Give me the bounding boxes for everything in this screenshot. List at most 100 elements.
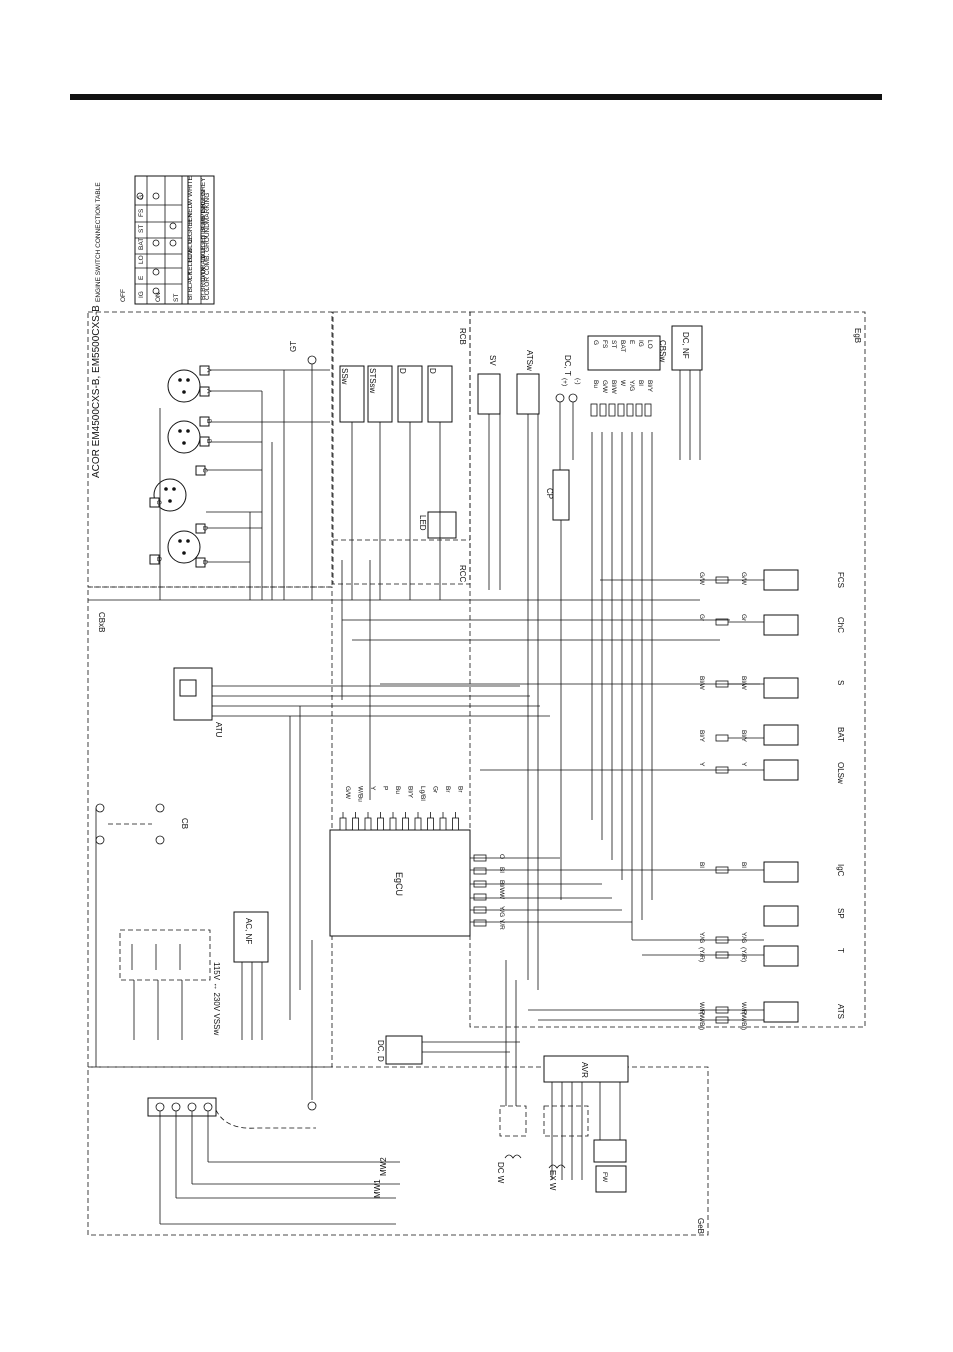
bat-component xyxy=(763,724,799,746)
switch-table-title: ENGINE SWITCH CONNECTION TABLE xyxy=(95,182,102,302)
egcu-box xyxy=(329,829,471,937)
svg-text:ATU: ATU xyxy=(214,722,223,738)
svg-text:D: D xyxy=(201,560,208,565)
bat-label: BAT xyxy=(836,727,845,742)
sv-valve xyxy=(477,373,501,415)
right-wire-label: Bl/W xyxy=(698,676,705,691)
right-wire-label: G/W xyxy=(740,572,747,586)
diagram-title: ACOR EM4500CXS-B, EM5500CXS-B xyxy=(91,305,102,478)
legend-entry: W WHITE xyxy=(187,175,194,205)
egcu-wire-label: Bu xyxy=(394,786,401,794)
cbsw-switch xyxy=(587,335,661,371)
cbsw-terminal-connector xyxy=(617,403,625,417)
svg-text:SSw: SSw xyxy=(340,368,349,385)
egcu-wire-label: Y xyxy=(369,786,376,791)
sp-component xyxy=(763,905,799,927)
legend-entry: O ORANGE xyxy=(200,245,207,281)
cbsw-terminal-connector xyxy=(599,403,607,417)
voltage-selector-switch[interactable]: 115V ↔ 230V VSSw xyxy=(119,929,221,1040)
right-wire-label: (Y/R) xyxy=(698,947,705,962)
svg-text:DC, NF: DC, NF xyxy=(681,332,690,359)
exw-label: EX W xyxy=(548,1170,557,1191)
t-label: T xyxy=(836,948,845,953)
egcu-side-connector xyxy=(473,919,487,927)
chc-label: ChC xyxy=(836,617,845,633)
egcu-wire-label: Br xyxy=(444,786,451,793)
socket-b xyxy=(167,420,201,454)
cbsw-wire-label: Bl xyxy=(637,380,644,386)
svg-text:DC, D: DC, D xyxy=(376,1040,385,1062)
egcu-connector xyxy=(352,817,359,831)
svg-text:115V ↔ 230V VSSw: 115V ↔ 230V VSSw xyxy=(212,962,221,1035)
egcu-connector xyxy=(402,817,409,831)
svg-text:LED: LED xyxy=(418,515,427,531)
cbsw-wire-label: W xyxy=(619,380,626,387)
acnf-box xyxy=(233,911,269,963)
vssw-box[interactable] xyxy=(119,929,211,981)
egcu-side-label: Y/G xyxy=(498,906,505,917)
switch-row-on: ON xyxy=(155,292,162,302)
cbsw-terminal: IG xyxy=(637,340,644,347)
svg-text:CB: CB xyxy=(180,818,189,829)
switch-col-ig: IG xyxy=(138,291,145,298)
right-wire-label: W/R xyxy=(698,1002,705,1015)
egcu-side-label: W xyxy=(498,893,505,900)
ac-noise-filter: AC, NF xyxy=(233,911,269,1040)
fcs-component xyxy=(763,569,799,591)
cbsw-terminal: FS xyxy=(601,340,608,349)
gt-label: GT xyxy=(289,341,298,352)
s-component xyxy=(763,677,799,699)
egcu-side-label: Bl/W xyxy=(498,880,505,895)
right-wire-label: Bl/W xyxy=(740,676,747,691)
mw2-label: MW2 xyxy=(379,1157,388,1176)
switch-col-fs: FS xyxy=(138,208,145,217)
svg-text:B: B xyxy=(205,419,212,423)
ats-label: ATS xyxy=(836,1004,845,1019)
egcu-connector xyxy=(339,817,347,831)
right-wire-label: Gr xyxy=(740,614,747,622)
egcu-side-label: O xyxy=(498,854,505,859)
switch-col-e: E xyxy=(138,275,145,280)
rcc-label: RCC xyxy=(458,565,467,583)
svg-text:FW: FW xyxy=(601,1172,608,1183)
cbsw-terminal-connector xyxy=(608,403,616,417)
svg-text:C: C xyxy=(155,500,162,505)
dcd-rectifier xyxy=(385,1035,423,1065)
cbsw-terminal-connector xyxy=(644,403,652,417)
igc-component xyxy=(763,861,799,883)
chc-component xyxy=(763,614,799,636)
cbsw-terminal: BAT xyxy=(619,340,626,352)
stssw-switch xyxy=(367,365,393,423)
svg-text:(-): (-) xyxy=(574,378,581,385)
legend-entry: Lg LIGHT GREEN xyxy=(200,190,207,243)
legend-entry: P PINK xyxy=(200,202,207,224)
right-wire-label: Bl xyxy=(698,862,705,868)
legend-entry: Lb LIGHT BLUE xyxy=(200,214,207,262)
switch-row-off: OFF xyxy=(120,289,127,302)
sp-label: SP xyxy=(836,908,845,919)
cbsw-terminal-connector xyxy=(590,403,598,417)
right-wire-label: Y xyxy=(698,762,705,767)
ats-component xyxy=(763,1001,799,1023)
legend-entry: Bl BLACK xyxy=(187,270,194,300)
egcu-wire-label: Lg/Bl xyxy=(419,786,426,801)
right-wire-label: Y xyxy=(740,762,747,767)
mw1-label: MW1 xyxy=(373,1179,382,1198)
svg-text:CP: CP xyxy=(545,488,554,499)
legend-entry: Bu BLUE xyxy=(187,235,194,262)
geb-label: GeB xyxy=(696,1218,705,1234)
right-connector xyxy=(715,734,729,742)
right-wire-label: (Y/R) xyxy=(740,947,747,962)
right-wire-label: Gr xyxy=(698,614,705,622)
main-windings: MW1 MW2 xyxy=(147,1097,400,1225)
egcu-connector xyxy=(377,817,384,831)
switch-row-st: ST xyxy=(173,294,180,302)
right-wire-label: Y/G xyxy=(740,932,747,943)
egcu-connector xyxy=(452,817,459,831)
svg-text:A: A xyxy=(205,389,212,394)
egb-region xyxy=(469,311,866,1028)
cbsw-wire-label: Bu xyxy=(592,380,599,388)
svg-text:ATSw: ATSw xyxy=(525,350,534,371)
